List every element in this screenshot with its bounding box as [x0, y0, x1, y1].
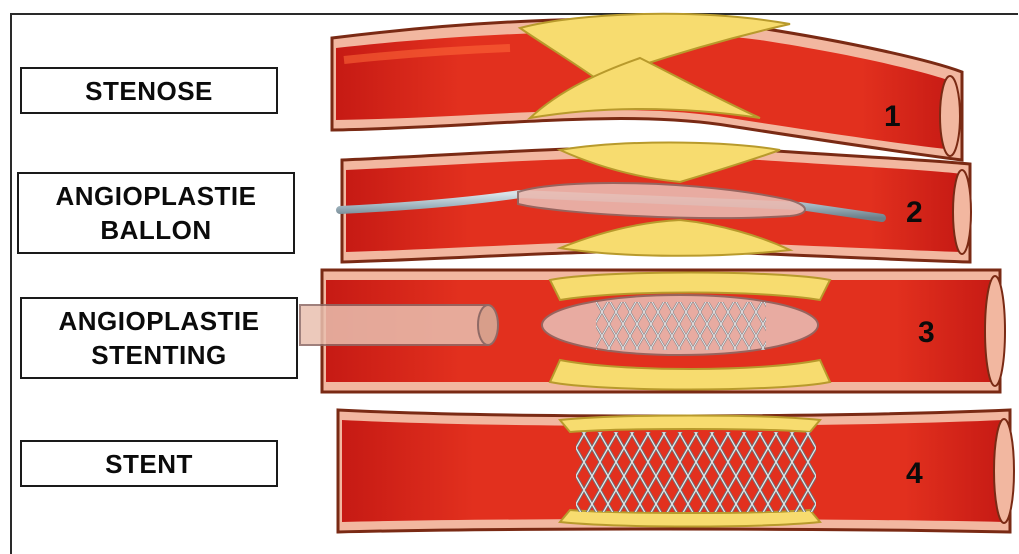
label-stenting-line-2: STENTING — [91, 338, 226, 372]
vessel-2-balloon — [340, 143, 971, 263]
vessel-3-stent — [596, 302, 766, 350]
step-number-4: 4 — [906, 457, 923, 491]
step-number-2: 2 — [906, 196, 923, 230]
vessel-4-stent-mesh — [576, 432, 816, 512]
label-ballon-line-2: BALLON — [100, 213, 211, 247]
vessel-1-stenosis — [332, 14, 962, 160]
label-angioplastie-stenting: ANGIOPLASTIE STENTING — [20, 297, 298, 379]
label-stent: STENT — [20, 440, 278, 487]
step-number-1: 1 — [884, 100, 901, 134]
label-angioplastie-ballon: ANGIOPLASTIE BALLON — [17, 172, 295, 254]
label-stenose: STENOSE — [20, 67, 278, 114]
vessel-3-stenting — [300, 270, 1005, 392]
step-number-3: 3 — [918, 316, 935, 350]
label-stenting-line-1: ANGIOPLASTIE — [58, 304, 259, 338]
label-ballon-line-1: ANGIOPLASTIE — [55, 179, 256, 213]
label-stenose-text: STENOSE — [85, 74, 213, 108]
vessel-4-plaque-bottom — [560, 510, 820, 527]
vessel-4-plaque-top — [560, 416, 820, 433]
label-stent-text: STENT — [105, 447, 193, 481]
